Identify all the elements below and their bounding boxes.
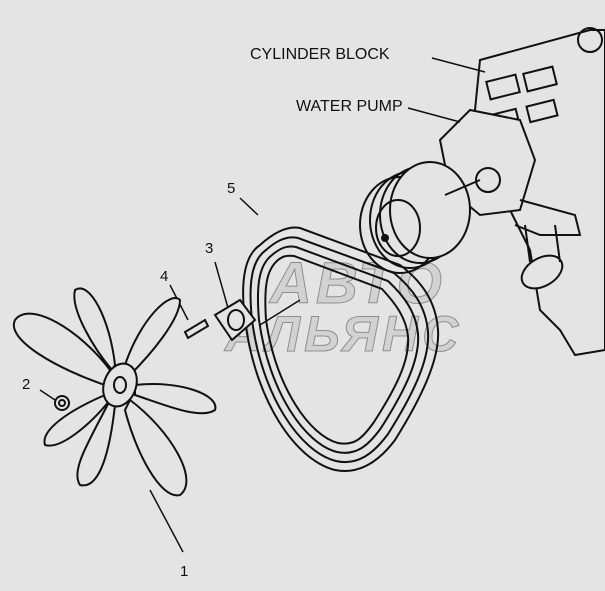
label-water-pump: WATER PUMP — [296, 98, 403, 115]
watermark-line2: АЛЬЯНС — [224, 306, 463, 363]
callout-4: 4 — [160, 268, 169, 285]
water-pump-pulley — [359, 161, 481, 274]
callout-3: 3 — [205, 240, 214, 257]
callout-2: 2 — [22, 376, 31, 393]
cooling-fan — [12, 287, 217, 497]
fan-bolt — [183, 318, 210, 340]
callout-5: 5 — [227, 180, 236, 197]
fan-spacer — [213, 298, 257, 342]
label-cylinder-block: CYLINDER BLOCK — [250, 46, 390, 63]
callout-1: 1 — [180, 563, 189, 580]
leader-lines — [39, 57, 486, 553]
fan-nut — [54, 395, 70, 411]
